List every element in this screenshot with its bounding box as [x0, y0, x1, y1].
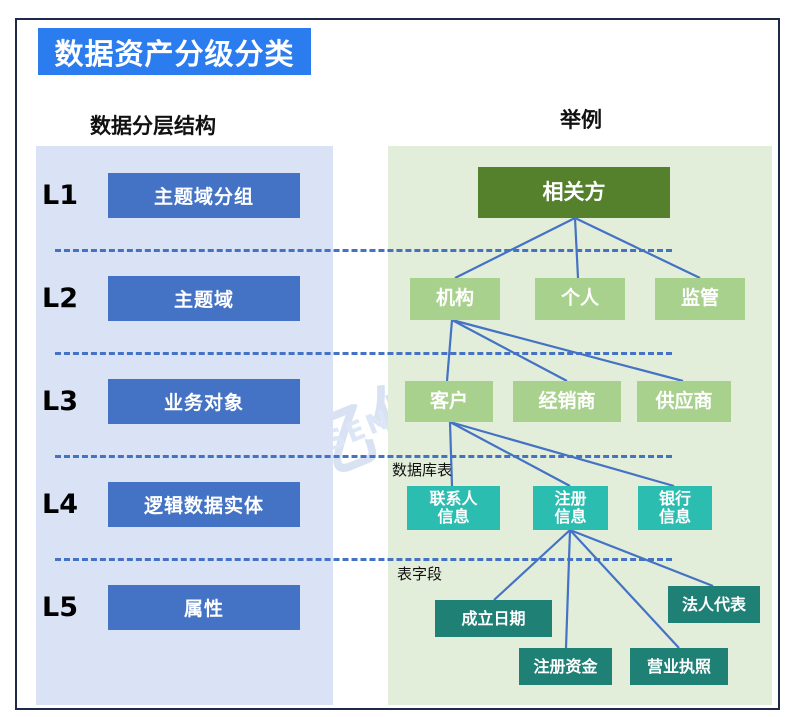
tree-node-l5-0[interactable]: 成立日期 — [435, 600, 552, 637]
page-title: 数据资产分级分类 — [38, 28, 311, 75]
tree-node-l2-1[interactable]: 个人 — [535, 278, 625, 320]
level-code-l4: L4 — [42, 489, 78, 520]
level-divider-3 — [55, 455, 672, 458]
right-column-header: 举例 — [560, 108, 602, 132]
tree-node-root[interactable]: 相关方 — [478, 167, 670, 218]
tree-node-l4-0[interactable]: 联系人 信息 — [407, 486, 500, 530]
tree-node-l3-2[interactable]: 供应商 — [637, 381, 731, 422]
left-column-header: 数据分层结构 — [90, 114, 216, 138]
level-code-l5: L5 — [42, 592, 78, 623]
level-divider-4 — [55, 558, 672, 561]
slide-border — [15, 18, 780, 710]
tree-node-l3-0[interactable]: 客户 — [405, 381, 493, 422]
level-box-l3-label: 业务对象 — [163, 392, 244, 414]
level-box-l1-label: 主题域分组 — [153, 186, 254, 208]
tree-node-l2-0[interactable]: 机构 — [410, 278, 500, 320]
annotation-db-table: 数据库表 — [392, 461, 453, 479]
tree-node-l4-1[interactable]: 注册 信息 — [533, 486, 608, 530]
level-box-l4-label: 逻辑数据实体 — [143, 495, 264, 517]
tree-node-l4-2[interactable]: 银行 信息 — [638, 486, 712, 530]
tree-node-l5-2[interactable]: 营业执照 — [630, 648, 728, 685]
level-divider-2 — [55, 352, 672, 355]
level-box-l5[interactable]: 属性 — [108, 585, 300, 630]
level-box-l2[interactable]: 主题域 — [108, 276, 300, 321]
level-box-l4[interactable]: 逻辑数据实体 — [108, 482, 300, 527]
tree-node-l2-2[interactable]: 监管 — [655, 278, 745, 320]
level-box-l5-label: 属性 — [183, 598, 224, 620]
level-code-l1: L1 — [42, 180, 78, 211]
level-divider-1 — [55, 249, 672, 252]
level-box-l2-label: 主题域 — [173, 289, 234, 311]
tree-node-l3-1[interactable]: 经销商 — [513, 381, 621, 422]
level-code-l2: L2 — [42, 283, 78, 314]
level-box-l3[interactable]: 业务对象 — [108, 379, 300, 424]
page-title-text: 数据资产分级分类 — [54, 36, 295, 71]
tree-node-l5-3[interactable]: 法人代表 — [668, 586, 760, 623]
tree-node-l5-1[interactable]: 注册资金 — [519, 648, 612, 685]
annotation-table-field: 表字段 — [397, 565, 443, 583]
level-code-l3: L3 — [42, 386, 78, 417]
level-box-l1[interactable]: 主题域分组 — [108, 173, 300, 218]
